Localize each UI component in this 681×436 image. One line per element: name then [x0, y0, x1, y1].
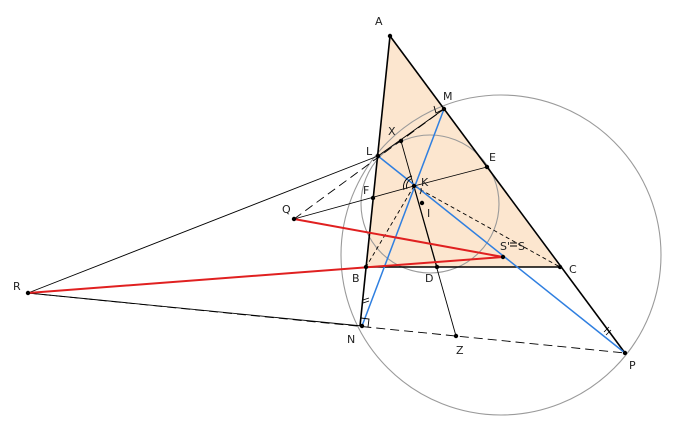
label-s: S: [518, 240, 525, 253]
red-line-q-s: [293, 218, 504, 258]
point-a: [387, 33, 393, 39]
point-c: [557, 264, 563, 270]
point-m: [441, 106, 447, 112]
label-n: N: [347, 333, 355, 346]
label-r: R: [13, 280, 21, 293]
label-q: Q: [282, 203, 291, 216]
label-l: L: [366, 145, 373, 158]
right-angle-mark-n: [360, 317, 370, 328]
point-q: [291, 216, 297, 222]
tick-mark-p-1: [603, 326, 610, 333]
label-s-prime: S': [500, 240, 510, 253]
tick-mark-n-2: [362, 300, 370, 304]
dashed-q-m: [293, 108, 445, 220]
point-x: [398, 138, 404, 144]
label-z: Z: [456, 344, 464, 357]
label-x: X: [388, 125, 396, 138]
blue-line-m-n: [361, 108, 445, 327]
tick-mark-p-2: [605, 329, 612, 336]
point-z: [453, 333, 459, 339]
side-ab: [359, 35, 391, 327]
point-e: [484, 164, 490, 170]
angle-arc-k-right: [419, 187, 422, 195]
dashed-r-p: [27, 292, 626, 354]
label-p: P: [629, 359, 636, 372]
triangle-abc-fill: [366, 36, 560, 267]
point-l: [375, 153, 381, 159]
point-r: [25, 290, 31, 296]
red-line-r-s: [27, 256, 504, 294]
label-a: A: [375, 15, 383, 28]
angle-arc-k-inner: [406, 178, 412, 190]
label-d: D: [425, 272, 433, 285]
tick-mark-n-1: [362, 297, 370, 301]
line-r-l: [27, 155, 379, 294]
point-n: [359, 323, 365, 329]
dashed-k-b: [365, 185, 415, 268]
label-e: E: [489, 151, 496, 164]
label-m: M: [443, 90, 453, 103]
line-r-n: [27, 292, 363, 327]
line-q-k: [293, 185, 415, 220]
right-angle-mark-m: [433, 105, 445, 114]
point-s: [500, 254, 506, 260]
line-k-d: [413, 185, 438, 268]
point-d: [434, 264, 440, 270]
line-k-e: [413, 166, 488, 187]
label-b: B: [352, 272, 360, 285]
points: [25, 33, 628, 356]
point-b: [363, 264, 369, 270]
label-c: C: [569, 263, 577, 276]
point-i: [419, 200, 425, 206]
label-i: I: [427, 207, 430, 220]
label-f: F: [363, 184, 369, 197]
point-k: [411, 183, 417, 189]
large-circle: [340, 94, 662, 416]
angle-arc-k-outer: [403, 175, 413, 191]
label-k: K: [421, 176, 429, 189]
incircle: [360, 134, 500, 274]
side-ap: [389, 35, 626, 354]
point-f: [370, 195, 376, 201]
point-p: [622, 350, 628, 356]
blue-line-l-p: [377, 155, 626, 354]
